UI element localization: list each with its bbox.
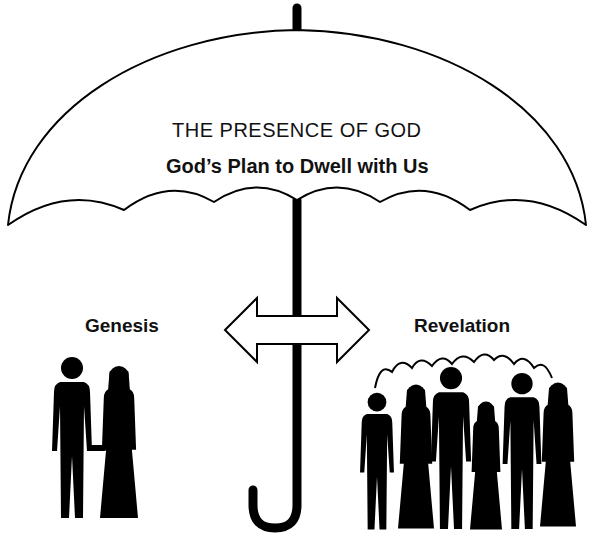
adam-eve-figures [52,357,138,518]
era-label: Genesis [85,315,159,337]
double-arrow [225,298,369,362]
umbrella-handle [253,200,297,528]
umbrella-subheading: God’s Plan to Dwell with Us [166,155,429,178]
era-label: Revelation [414,315,510,337]
crowd-figures [360,354,576,529]
umbrella-heading: THE PRESENCE OF GOD [172,119,422,142]
umbrella-node: THE PRESENCE OF GOD God’s Plan to Dwell w… [0,24,594,240]
umbrella-tip [293,8,302,32]
